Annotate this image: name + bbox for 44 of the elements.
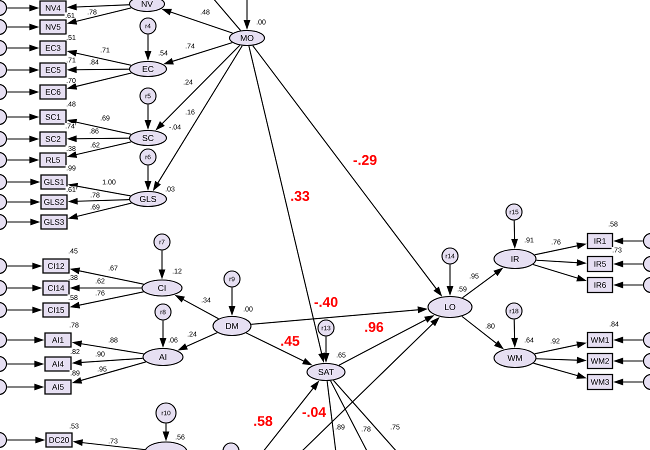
edge-label: .33	[290, 190, 310, 202]
indicator-box: SC1	[39, 109, 67, 125]
latent-ellipse	[144, 441, 188, 450]
connector-line	[333, 380, 398, 450]
edge-label: .45	[280, 336, 300, 346]
error-circle	[0, 432, 8, 448]
edge-label: -.40	[313, 296, 339, 308]
error-circle	[642, 374, 650, 390]
indicator-box: SC2	[39, 131, 67, 147]
error-circle	[642, 332, 650, 348]
error-circle	[642, 232, 650, 250]
edge-label: -.04	[301, 406, 327, 418]
indicator-box: IR6	[586, 276, 614, 294]
indicator-box: GLS1	[40, 174, 68, 190]
indicator-box: EC6	[39, 84, 67, 100]
indicator-box: DC20	[45, 432, 73, 448]
indicator-box: AI1	[44, 332, 72, 348]
indicator-box: WM3	[586, 374, 614, 390]
indicator-box: AI5	[44, 379, 72, 395]
indicator-box: GLS2	[40, 194, 68, 210]
indicator-box: GLS3	[40, 214, 68, 230]
indicator-box: NV5	[39, 19, 67, 35]
indicator-box: CI15	[42, 302, 70, 318]
connector-line	[212, 0, 241, 31]
error-circle	[642, 256, 650, 272]
indicator-box: WM2	[586, 352, 614, 370]
connector-line	[326, 380, 337, 450]
indicator-box: WM1	[586, 332, 614, 348]
indicator-box: CI12	[42, 258, 70, 274]
error-circle	[642, 276, 650, 294]
error-circle	[642, 352, 650, 370]
error-circle	[222, 442, 240, 450]
indicator-box: IR1	[586, 232, 614, 250]
connector-line	[330, 380, 368, 450]
indicator-box: EC5	[39, 62, 67, 78]
indicator-box: EC3	[39, 40, 67, 56]
edge-label: -.29	[352, 154, 378, 166]
indicator-box: CI14	[42, 280, 70, 296]
edge-label: .58	[252, 415, 274, 427]
edge-label: .96	[364, 321, 384, 333]
indicator-box: NV4	[39, 0, 67, 16]
indicator-box: RL5	[39, 152, 67, 168]
indicator-box: AI4	[44, 356, 72, 372]
indicator-box: IR5	[586, 256, 614, 272]
